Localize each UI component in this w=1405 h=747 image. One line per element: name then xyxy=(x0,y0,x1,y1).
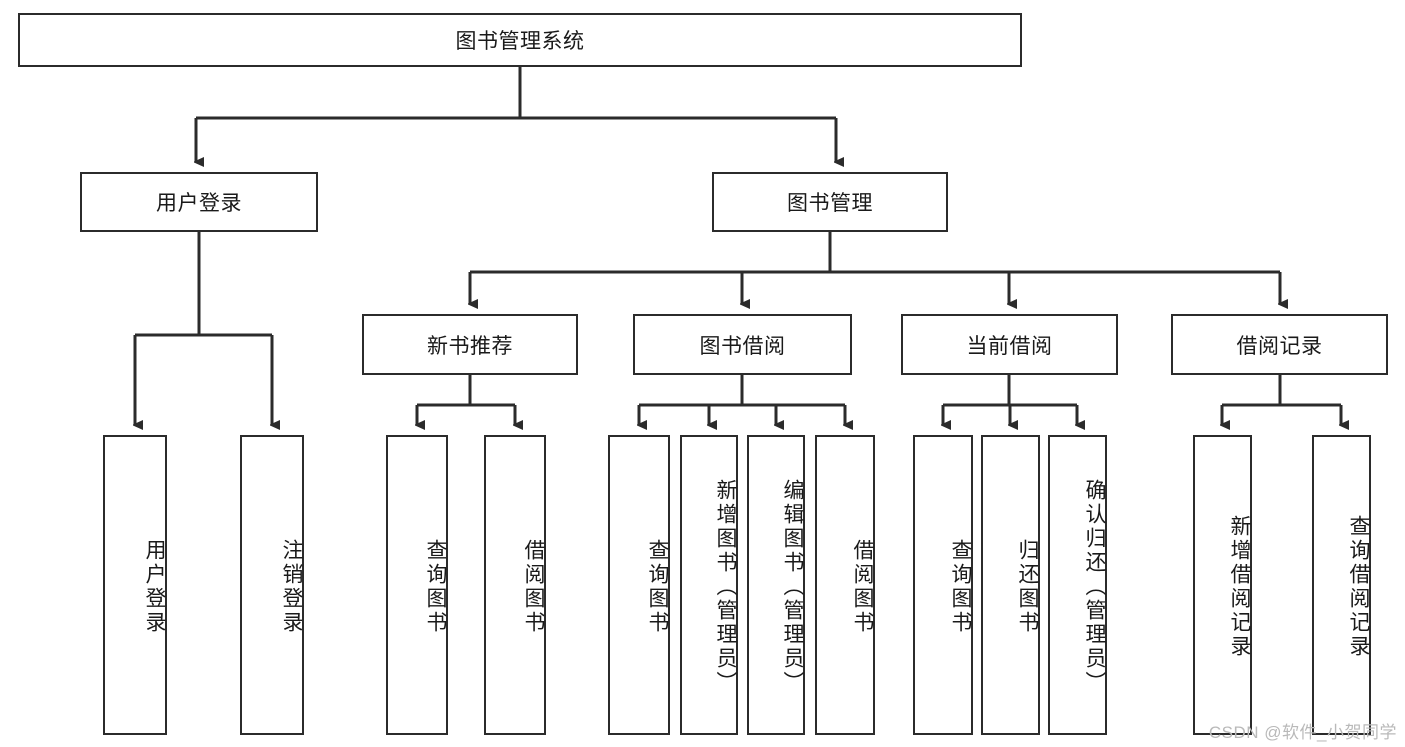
node-current-borrow[interactable]: 当前借阅 xyxy=(901,314,1118,375)
leaf-borrow-books-newbook[interactable]: 借阅图书 xyxy=(484,435,546,735)
leaf-label: 查询图书 xyxy=(424,539,447,635)
leaf-label: 确认归还（管理员） xyxy=(1083,479,1106,695)
leaf-label: 新增图书（管理员） xyxy=(714,479,737,695)
leaf-add-book-admin[interactable]: 新增图书（管理员） xyxy=(680,435,738,735)
node-user-login-label: 用户登录 xyxy=(156,192,242,215)
leaf-borrow-books-borrow[interactable]: 借阅图书 xyxy=(815,435,875,735)
node-new-book-recommend-label: 新书推荐 xyxy=(427,334,513,358)
leaf-label: 用户登录 xyxy=(143,539,166,635)
leaf-label: 查询图书 xyxy=(949,539,972,635)
leaf-query-books-newbook[interactable]: 查询图书 xyxy=(386,435,448,735)
leaf-label: 归还图书 xyxy=(1016,539,1039,635)
leaf-edit-book-admin[interactable]: 编辑图书（管理员） xyxy=(747,435,805,735)
leaf-label: 编辑图书（管理员） xyxy=(781,479,804,695)
node-borrow-record[interactable]: 借阅记录 xyxy=(1171,314,1388,375)
node-book-borrow-label: 图书借阅 xyxy=(699,334,786,358)
leaf-add-borrow-record[interactable]: 新增借阅记录 xyxy=(1193,435,1252,735)
leaf-query-borrow-record[interactable]: 查询借阅记录 xyxy=(1312,435,1371,735)
node-book-management[interactable]: 图书管理 xyxy=(712,172,948,232)
node-current-borrow-label: 当前借阅 xyxy=(966,334,1053,358)
node-borrow-record-label: 借阅记录 xyxy=(1236,334,1323,358)
leaf-label: 借阅图书 xyxy=(851,539,874,635)
watermark: CSDN @软件_小贺同学 xyxy=(1208,723,1397,742)
leaf-return-books[interactable]: 归还图书 xyxy=(981,435,1040,735)
node-root-label: 图书管理系统 xyxy=(455,30,585,53)
leaf-logout-login[interactable]: 注销登录 xyxy=(240,435,304,735)
leaf-label: 查询借阅记录 xyxy=(1347,515,1370,659)
leaf-confirm-return-admin[interactable]: 确认归还（管理员） xyxy=(1048,435,1107,735)
leaf-label: 借阅图书 xyxy=(522,539,545,635)
node-book-borrow[interactable]: 图书借阅 xyxy=(633,314,852,375)
leaf-label: 注销登录 xyxy=(280,539,303,635)
leaf-label: 新增借阅记录 xyxy=(1228,515,1251,659)
leaf-user-login[interactable]: 用户登录 xyxy=(103,435,167,735)
node-new-book-recommend[interactable]: 新书推荐 xyxy=(362,314,578,375)
node-root[interactable]: 图书管理系统 xyxy=(18,13,1022,67)
leaf-query-books-borrow[interactable]: 查询图书 xyxy=(608,435,670,735)
node-user-login[interactable]: 用户登录 xyxy=(80,172,318,232)
leaf-label: 查询图书 xyxy=(646,539,669,635)
node-book-management-label: 图书管理 xyxy=(787,192,873,215)
leaf-query-books-current[interactable]: 查询图书 xyxy=(913,435,973,735)
